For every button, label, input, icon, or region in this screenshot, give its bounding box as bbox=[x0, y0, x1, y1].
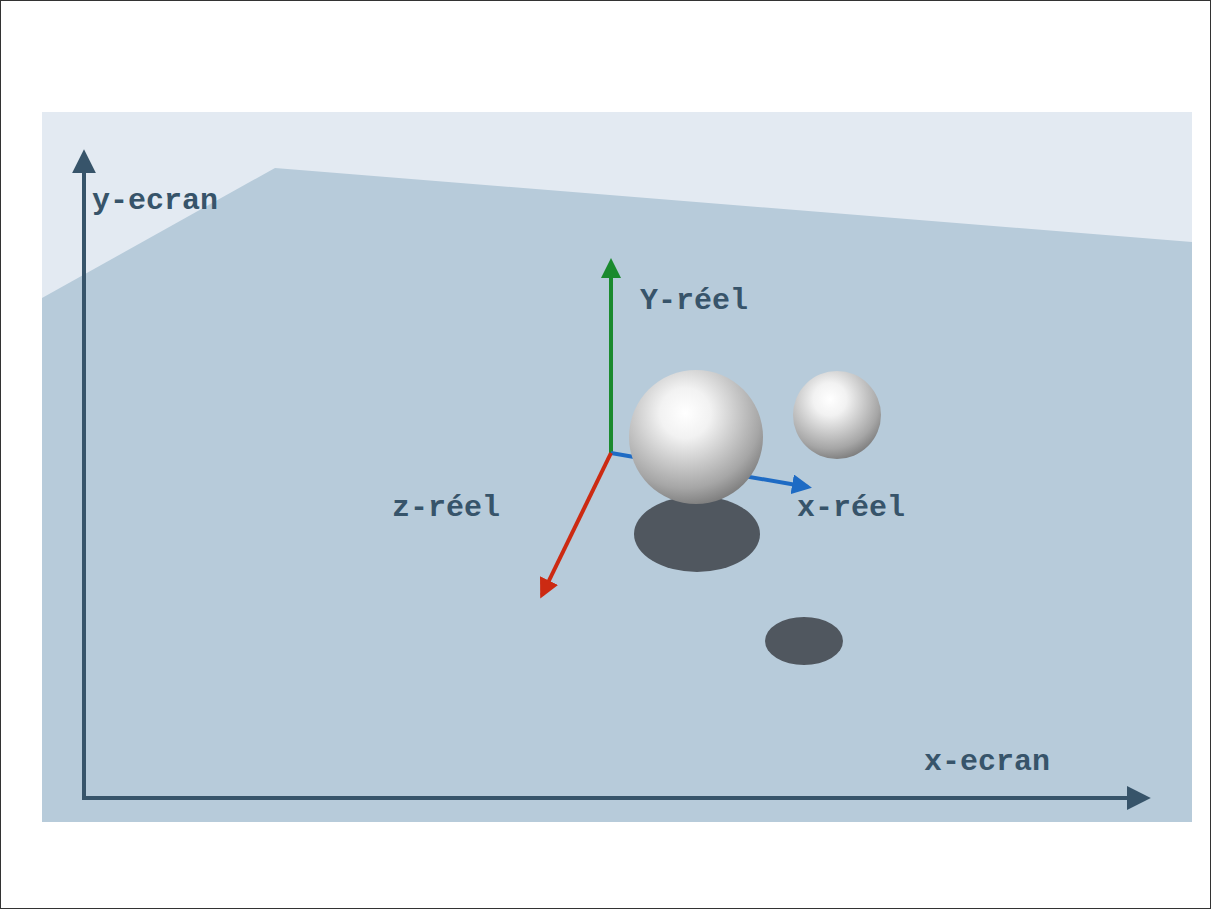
screen-y-axis bbox=[82, 154, 86, 798]
shadow bbox=[634, 496, 760, 572]
sphere bbox=[793, 371, 881, 459]
sphere bbox=[629, 370, 763, 504]
axis-label: Y-réel bbox=[640, 284, 748, 318]
real-z-axis bbox=[542, 453, 611, 595]
shadow bbox=[765, 617, 843, 665]
axis-label: x-ecran bbox=[924, 745, 1050, 779]
axis-label: x-réel bbox=[797, 491, 905, 525]
axis-label: z-réel bbox=[392, 491, 500, 525]
background-panel bbox=[42, 112, 1192, 822]
axis-label: y-ecran bbox=[92, 184, 218, 218]
ground-plane bbox=[42, 168, 1192, 822]
real-y-axis bbox=[609, 262, 613, 453]
screen-x-axis bbox=[82, 796, 1146, 800]
